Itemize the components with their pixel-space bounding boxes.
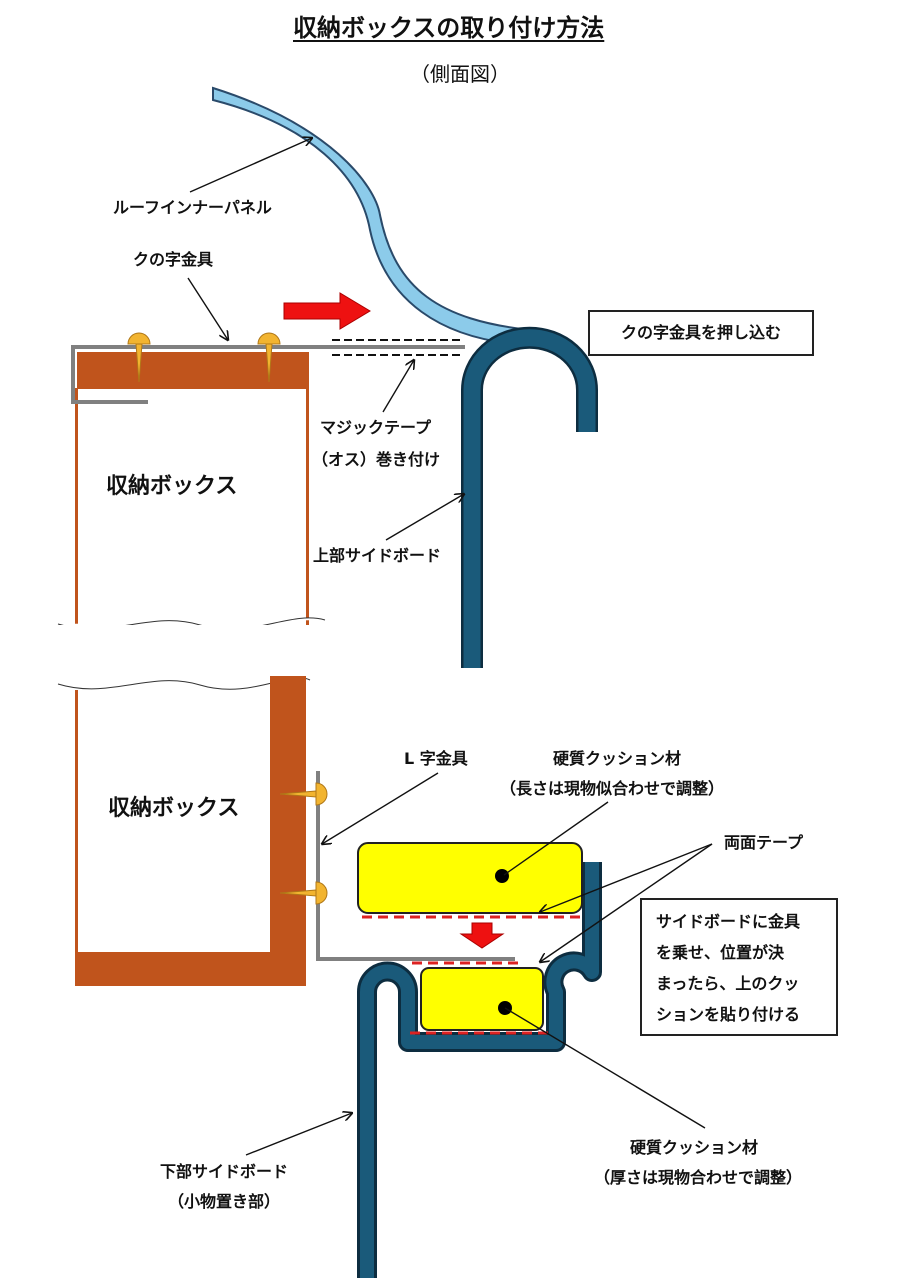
label-l-bracket: L 字金具 bbox=[404, 749, 468, 768]
leader-upper-board bbox=[385, 494, 464, 541]
leader-lower-board bbox=[245, 1113, 352, 1156]
label-lower-board-1: 下部サイドボード bbox=[160, 1162, 289, 1181]
cushion-upper-dot bbox=[495, 869, 509, 883]
label-storage-box-bottom: 収納ボックス bbox=[108, 796, 240, 821]
callout-instruction: サイドボードに金具 を乗せ、位置が決 まったら、上のクッ ションを貼り付ける bbox=[640, 898, 838, 1036]
l-bracket bbox=[316, 771, 515, 961]
upper-box-right-wall bbox=[306, 388, 309, 628]
leader-magic-tape bbox=[382, 360, 414, 413]
leader-l-bracket bbox=[322, 772, 439, 844]
instruction-line-4: ションを貼り付ける bbox=[656, 1005, 801, 1024]
label-magic-tape-2: （オス）巻き付け bbox=[312, 450, 441, 469]
instruction-line-2: を乗せ、位置が決 bbox=[656, 943, 785, 962]
lower-box-left-wall bbox=[75, 690, 78, 952]
cushion-lower bbox=[420, 967, 544, 1031]
label-upper-board: 上部サイドボード bbox=[313, 546, 442, 565]
upper-box-left-wall bbox=[75, 388, 78, 630]
label-double-tape: 両面テープ bbox=[724, 833, 804, 852]
label-cushion-bottom-2: （厚さは現物合わせで調整） bbox=[594, 1168, 803, 1187]
push-arrow bbox=[283, 292, 371, 330]
leader-roof-panel bbox=[189, 138, 312, 193]
leader-ku-bracket bbox=[187, 277, 228, 340]
label-magic-tape-1: マジックテープ bbox=[320, 418, 432, 437]
instruction-line-1: サイドボードに金具 bbox=[656, 912, 801, 931]
label-ku-bracket: クの字金具 bbox=[133, 250, 214, 269]
screw-lower-1 bbox=[279, 782, 328, 806]
label-lower-board-2: （小物置き部） bbox=[168, 1192, 281, 1211]
screw-lower-2 bbox=[279, 881, 328, 905]
leader-tape-a bbox=[540, 843, 713, 912]
lower-box-bottom bbox=[75, 952, 306, 986]
upper-box-top-wood bbox=[77, 352, 309, 389]
callout-push-in-text: クの字金具を押し込む bbox=[620, 323, 781, 342]
leader-cushion-top bbox=[503, 801, 609, 876]
label-cushion-top-2: （長さは現物似合わせで調整） bbox=[500, 779, 725, 798]
label-cushion-top-1: 硬質クッション材 bbox=[553, 749, 682, 768]
leader-tape-b bbox=[540, 843, 713, 962]
screw-top-1 bbox=[127, 332, 151, 383]
label-cushion-bottom-1: 硬質クッション材 bbox=[630, 1138, 759, 1157]
leader-cushion-bottom bbox=[504, 1007, 706, 1129]
page-subtitle: （側面図） bbox=[410, 62, 510, 86]
place-arrow bbox=[459, 922, 505, 949]
screw-top-2 bbox=[257, 332, 281, 383]
cushion-upper bbox=[357, 842, 583, 914]
lower-box-right-wall bbox=[270, 676, 306, 954]
label-storage-box-top: 収納ボックス bbox=[106, 474, 238, 499]
callout-push-in: クの字金具を押し込む bbox=[588, 310, 814, 356]
label-roof-panel: ルーフインナーパネル bbox=[113, 198, 272, 217]
page-title: 収納ボックスの取り付け方法 bbox=[293, 14, 605, 42]
instruction-line-3: まったら、上のクッ bbox=[656, 974, 800, 993]
upper-side-board bbox=[461, 326, 598, 668]
